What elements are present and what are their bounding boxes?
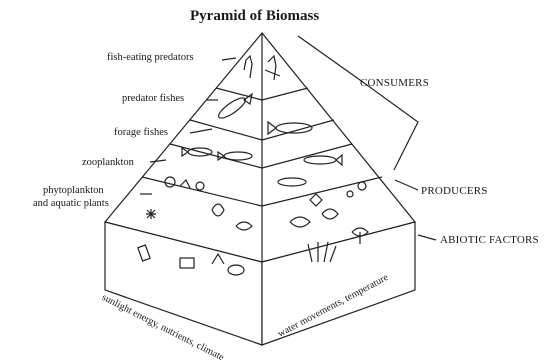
pyramid-diagram (0, 0, 550, 355)
pyramid-outline (105, 33, 415, 345)
